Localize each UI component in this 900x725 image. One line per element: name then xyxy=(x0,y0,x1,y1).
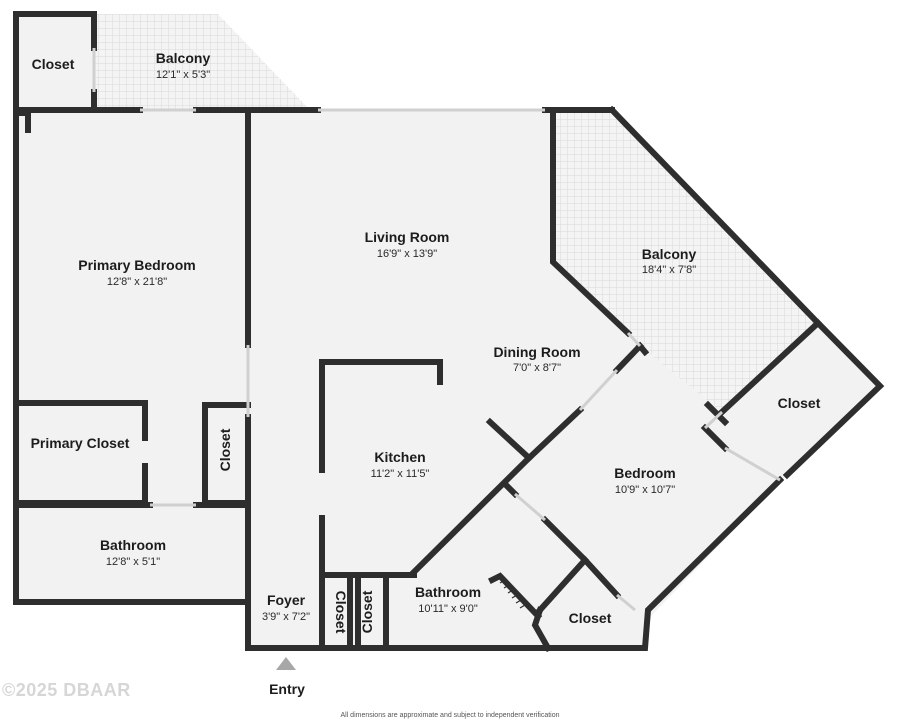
stair-hatch xyxy=(499,579,526,609)
entry-arrow-icon xyxy=(276,657,296,670)
disclaimer-text: All dimensions are approximate and subje… xyxy=(340,712,560,719)
bathroom-s-dim: 10'11" x 9'0" xyxy=(418,603,478,615)
kitchen-dim: 11'2" x 11'5" xyxy=(371,468,430,480)
floor-fills xyxy=(16,14,880,648)
entry-label: Entry xyxy=(269,681,305,697)
dining-room-dim: 7'0" x 8'7" xyxy=(513,362,561,374)
primary-bedroom-dim: 12'8" x 21'8" xyxy=(107,276,167,288)
bedroom-dim: 10'9" x 10'7" xyxy=(615,484,675,496)
primary-bedroom-label: Primary Bedroom xyxy=(78,257,195,273)
closet-e-label: Closet xyxy=(778,395,821,411)
closet-vertical-label: Closet xyxy=(217,428,233,471)
closet-se-label: Closet xyxy=(569,610,612,626)
bathroom-w-dim: 12'8" x 5'1" xyxy=(106,556,160,568)
living-room-dim: 16'9" x 13'9" xyxy=(377,248,437,260)
balcony-ne-floor xyxy=(553,110,818,412)
balcony-nw-dim: 12'1" x 5'3" xyxy=(156,69,210,81)
foyer-label: Foyer xyxy=(267,592,306,608)
walls xyxy=(13,11,885,653)
windows xyxy=(92,48,781,612)
copyright-watermark: ©2025 DBAAR xyxy=(2,680,131,700)
foyer-dim: 3'9" x 7'2" xyxy=(262,611,310,623)
balcony-nw-floor xyxy=(94,14,310,110)
bathroom-w-label: Bathroom xyxy=(100,537,166,553)
closet-nw-label: Closet xyxy=(32,56,75,72)
balcony-ne-dim: 18'4" x 7'8" xyxy=(642,264,696,276)
dining-room-label: Dining Room xyxy=(493,344,580,360)
bathroom-s-label: Bathroom xyxy=(415,584,481,600)
balcony-ne-label: Balcony xyxy=(642,246,697,262)
balcony-nw-label: Balcony xyxy=(156,50,211,66)
living-room-label: Living Room xyxy=(365,229,450,245)
bedroom-label: Bedroom xyxy=(614,465,675,481)
closet-foyer-1-label: Closet xyxy=(333,591,349,634)
kitchen-label: Kitchen xyxy=(374,449,425,465)
closet-foyer-2-label: Closet xyxy=(359,590,375,633)
primary-closet-label: Primary Closet xyxy=(31,435,130,451)
